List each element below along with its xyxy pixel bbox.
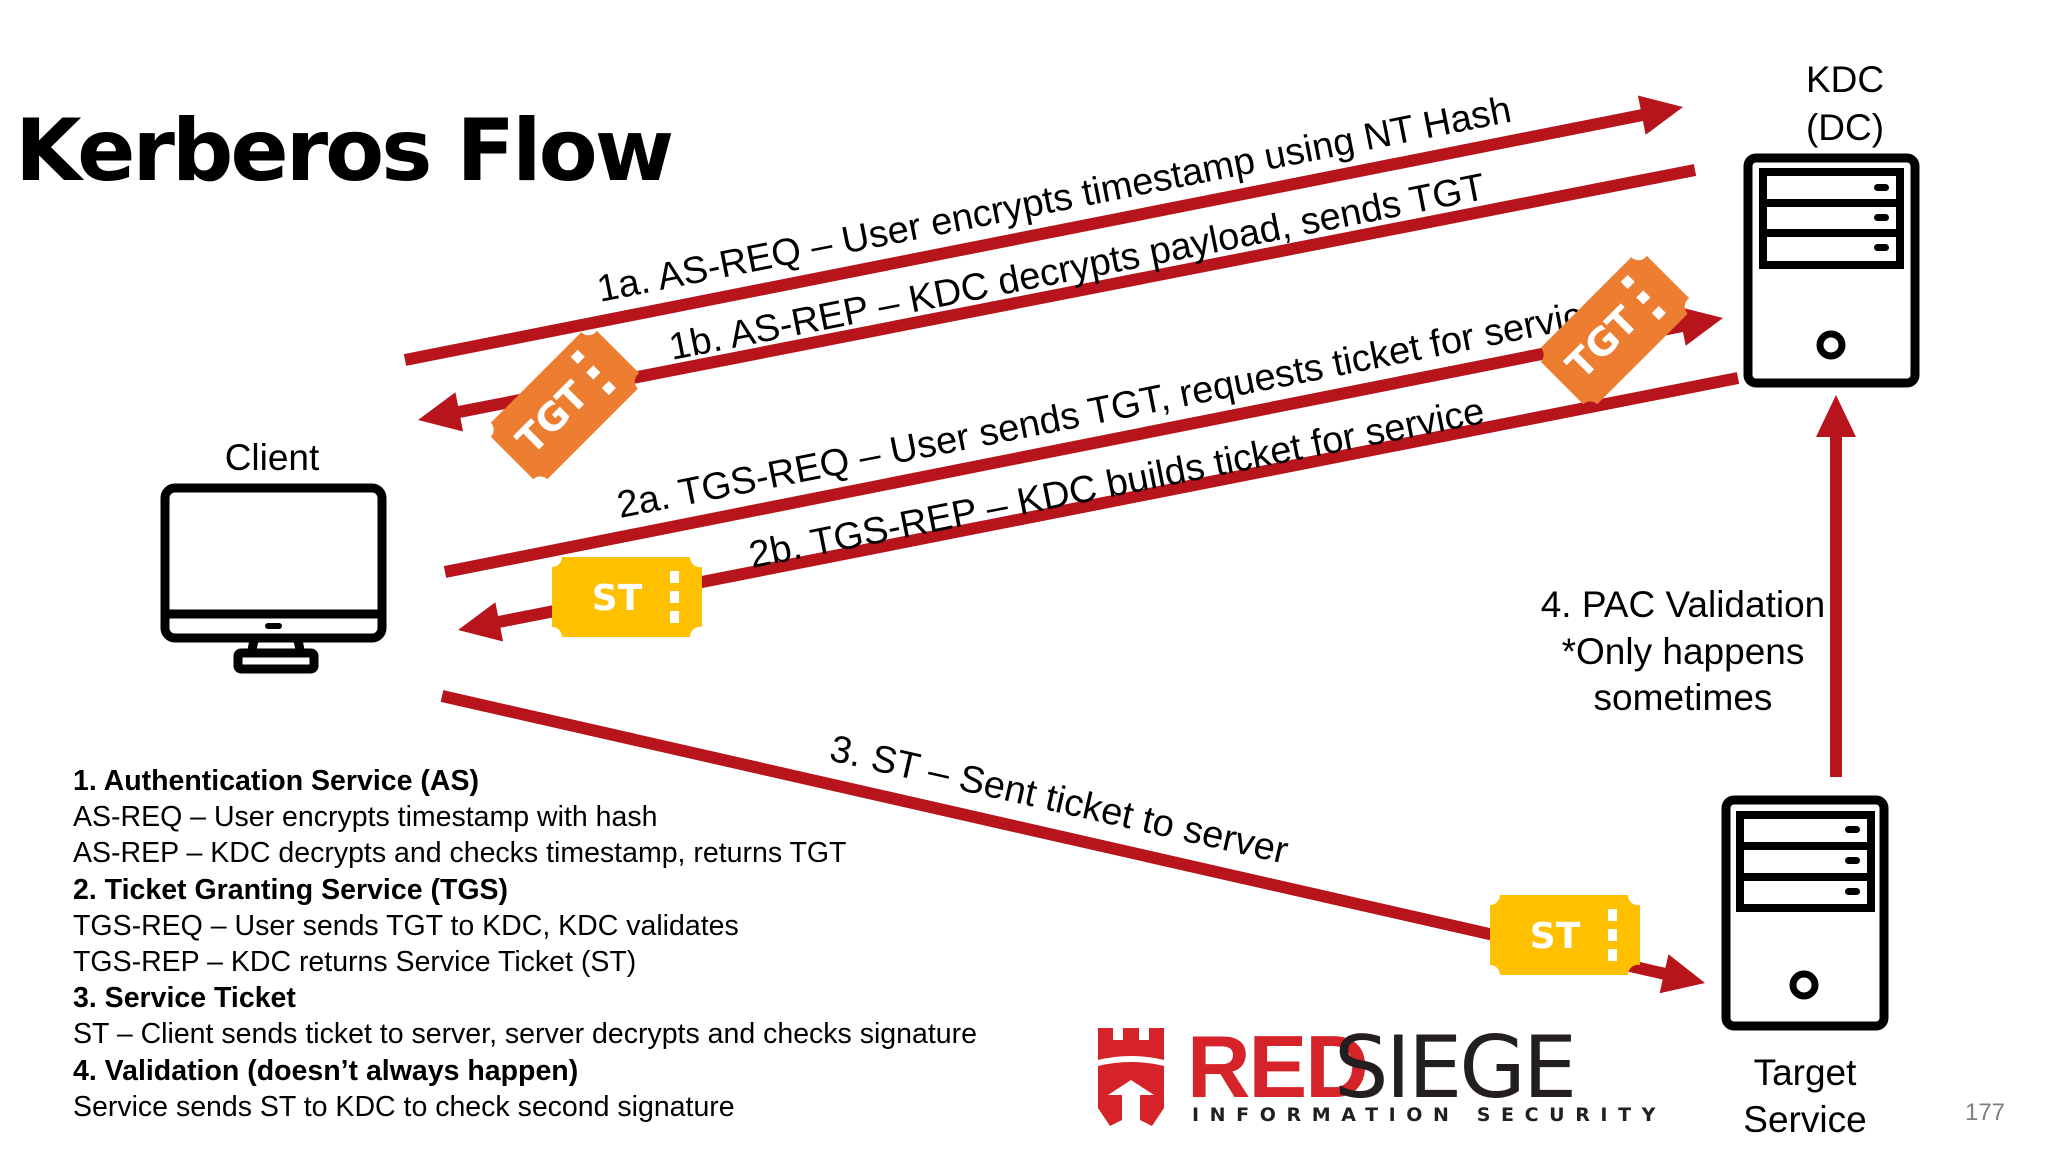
arrow-tgs-rep-shaft	[496, 372, 1740, 629]
arrow-as-rep-head	[418, 392, 464, 432]
arrow-tgs-req	[443, 306, 1723, 578]
legend-heading: 4. Validation (doesn’t always happen)	[73, 1054, 579, 1087]
legend-line: AS-REQ – User encrypts timestamp with ha…	[73, 801, 658, 834]
page-number: 177	[1965, 1099, 2005, 1126]
arrow-as-rep-shaft	[456, 164, 1697, 419]
arrow-tgs-req-shaft	[443, 319, 1685, 578]
pac-validation-label: 4. PAC Validation *Only happens sometime…	[1541, 584, 1826, 718]
pac-line-1: 4. PAC Validation	[1541, 584, 1826, 625]
arrow-as-req	[403, 95, 1683, 366]
logo-word-red: RED	[1187, 1017, 1367, 1116]
arrow-as-req-head	[1637, 95, 1683, 135]
target-label-line-1: Target	[1754, 1052, 1858, 1093]
arrow-st-shaft	[440, 690, 1668, 980]
legend-line: TGS-REP – KDC returns Service Ticket (ST…	[73, 946, 637, 979]
kdc-server-icon	[1743, 153, 1920, 388]
st-ticket-label: ST	[1530, 916, 1581, 957]
legend-line: ST – Client sends ticket to server, serv…	[73, 1018, 977, 1051]
slide-title: Kerberos Flow	[15, 101, 672, 201]
pac-line-3: sometimes	[1594, 677, 1773, 718]
client-label: Client	[225, 437, 320, 478]
legend-line: AS-REP – KDC decrypts and checks timesta…	[73, 837, 847, 870]
arrow-tgs-rep-head	[458, 602, 504, 642]
arrow-st-head	[1659, 954, 1705, 994]
arrow-as-req-shaft	[403, 108, 1645, 366]
legend-heading: 1. Authentication Service (AS)	[73, 765, 479, 797]
helmet-icon	[1098, 1028, 1164, 1126]
arrow-tgs-rep	[458, 372, 1740, 642]
arrows	[403, 95, 1856, 994]
arrow-st	[440, 690, 1705, 994]
kdc-label-line-2: (DC)	[1806, 107, 1884, 148]
st-ticket-tgs-rep: ST	[552, 557, 702, 637]
legend-line: Service sends ST to KDC to check second …	[73, 1090, 735, 1123]
arrow-tgs-req-head	[1677, 306, 1723, 346]
target-label-line-2: Service	[1743, 1099, 1866, 1140]
st-ticket-to-service: ST	[1490, 895, 1640, 975]
logo-word-siege: SIEGE	[1334, 1018, 1574, 1118]
legend: 1. Authentication Service (AS) AS-REQ – U…	[73, 763, 977, 1125]
logo-tagline: INFORMATION SECURITY	[1192, 1104, 1666, 1126]
st-ticket-label: ST	[592, 578, 643, 619]
arrow-pac-head	[1816, 395, 1856, 437]
monitor-icon	[160, 483, 387, 674]
redsiege-logo: RED SIEGE INFORMATION SECURITY	[1098, 1017, 1666, 1126]
arrow-pac	[1816, 395, 1856, 777]
legend-heading: 3. Service Ticket	[73, 982, 296, 1015]
arrow-as-rep	[418, 164, 1697, 432]
pac-line-2: *Only happens	[1562, 631, 1805, 672]
target-server-icon	[1721, 795, 1889, 1031]
legend-heading: 2. Ticket Granting Service (TGS)	[73, 873, 509, 906]
legend-line: TGS-REQ – User sends TGT to KDC, KDC val…	[73, 909, 739, 942]
kdc-label-line-1: KDC	[1806, 59, 1884, 100]
